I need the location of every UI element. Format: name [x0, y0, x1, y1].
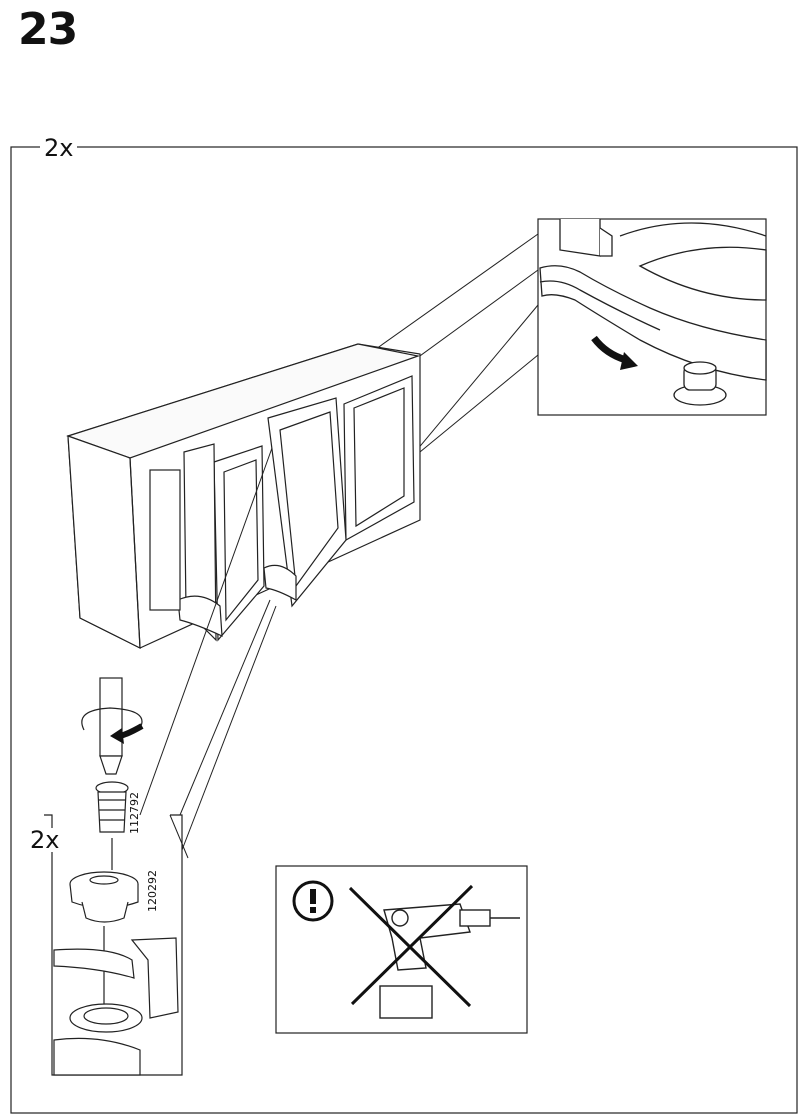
- hinge-base-drawing: [53, 937, 179, 1076]
- pivot-detail-callout: [537, 218, 767, 416]
- plastic-plug-icon: [69, 871, 139, 923]
- step-number: 23: [18, 4, 78, 55]
- step-frame: [10, 146, 798, 1114]
- fastener-inset: [44, 781, 183, 1076]
- exclamation-circle-icon: [292, 880, 334, 922]
- cabinet-drawing: [66, 343, 421, 649]
- plug-part-number: 120292: [146, 870, 159, 912]
- rotate-clockwise-arrow-icon: [81, 707, 144, 744]
- crossed-out-drill-icon: [348, 884, 520, 1019]
- screw-part-number: 112792: [128, 792, 141, 834]
- warning-panel: [275, 865, 528, 1034]
- fastener-inset-leaders: [139, 447, 277, 859]
- main-quantity-label: 2x: [40, 136, 78, 160]
- fastener-quantity-label: 2x: [26, 828, 64, 852]
- screwdriver-icon: [99, 677, 123, 775]
- screw-icon: [95, 781, 129, 833]
